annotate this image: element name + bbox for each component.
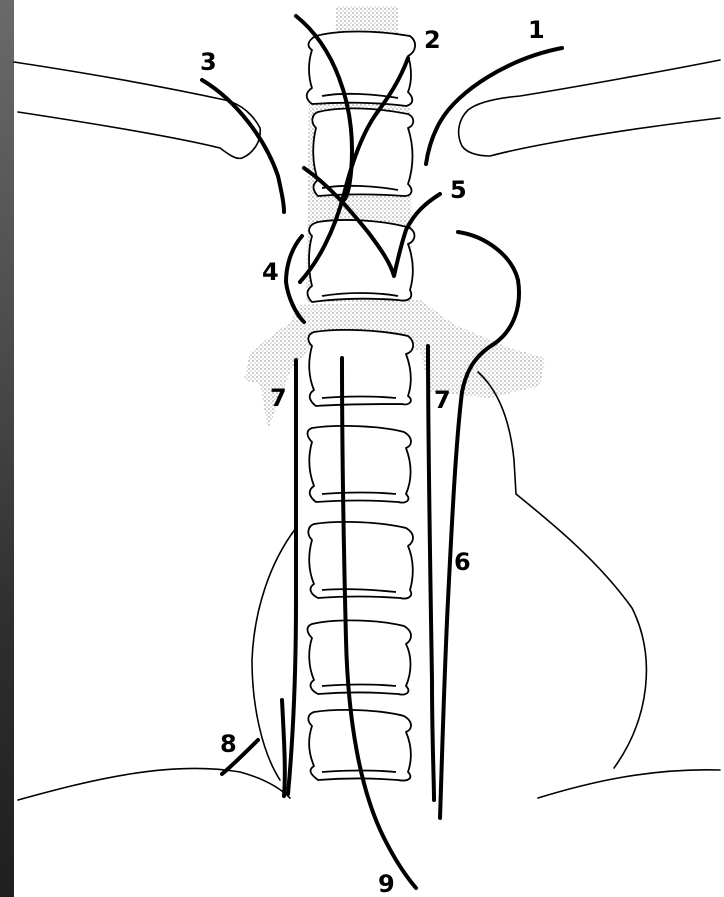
right-clavicle xyxy=(459,60,720,156)
label-2: 2 xyxy=(424,26,441,54)
label-9: 9 xyxy=(378,870,395,897)
right-lung-outline xyxy=(478,372,646,768)
label-8: 8 xyxy=(220,730,237,758)
label-5: 5 xyxy=(450,176,467,204)
left-clavicle xyxy=(14,62,260,158)
label-7-left: 7 xyxy=(270,384,287,412)
label-4: 4 xyxy=(262,258,279,286)
line-7-right xyxy=(428,346,434,800)
label-3: 3 xyxy=(200,48,217,76)
line-6 xyxy=(440,232,519,818)
line-1 xyxy=(426,48,562,164)
label-7-right: 7 xyxy=(434,386,451,414)
line-7-left xyxy=(282,360,296,796)
label-1: 1 xyxy=(528,16,545,44)
label-6: 6 xyxy=(454,548,471,576)
